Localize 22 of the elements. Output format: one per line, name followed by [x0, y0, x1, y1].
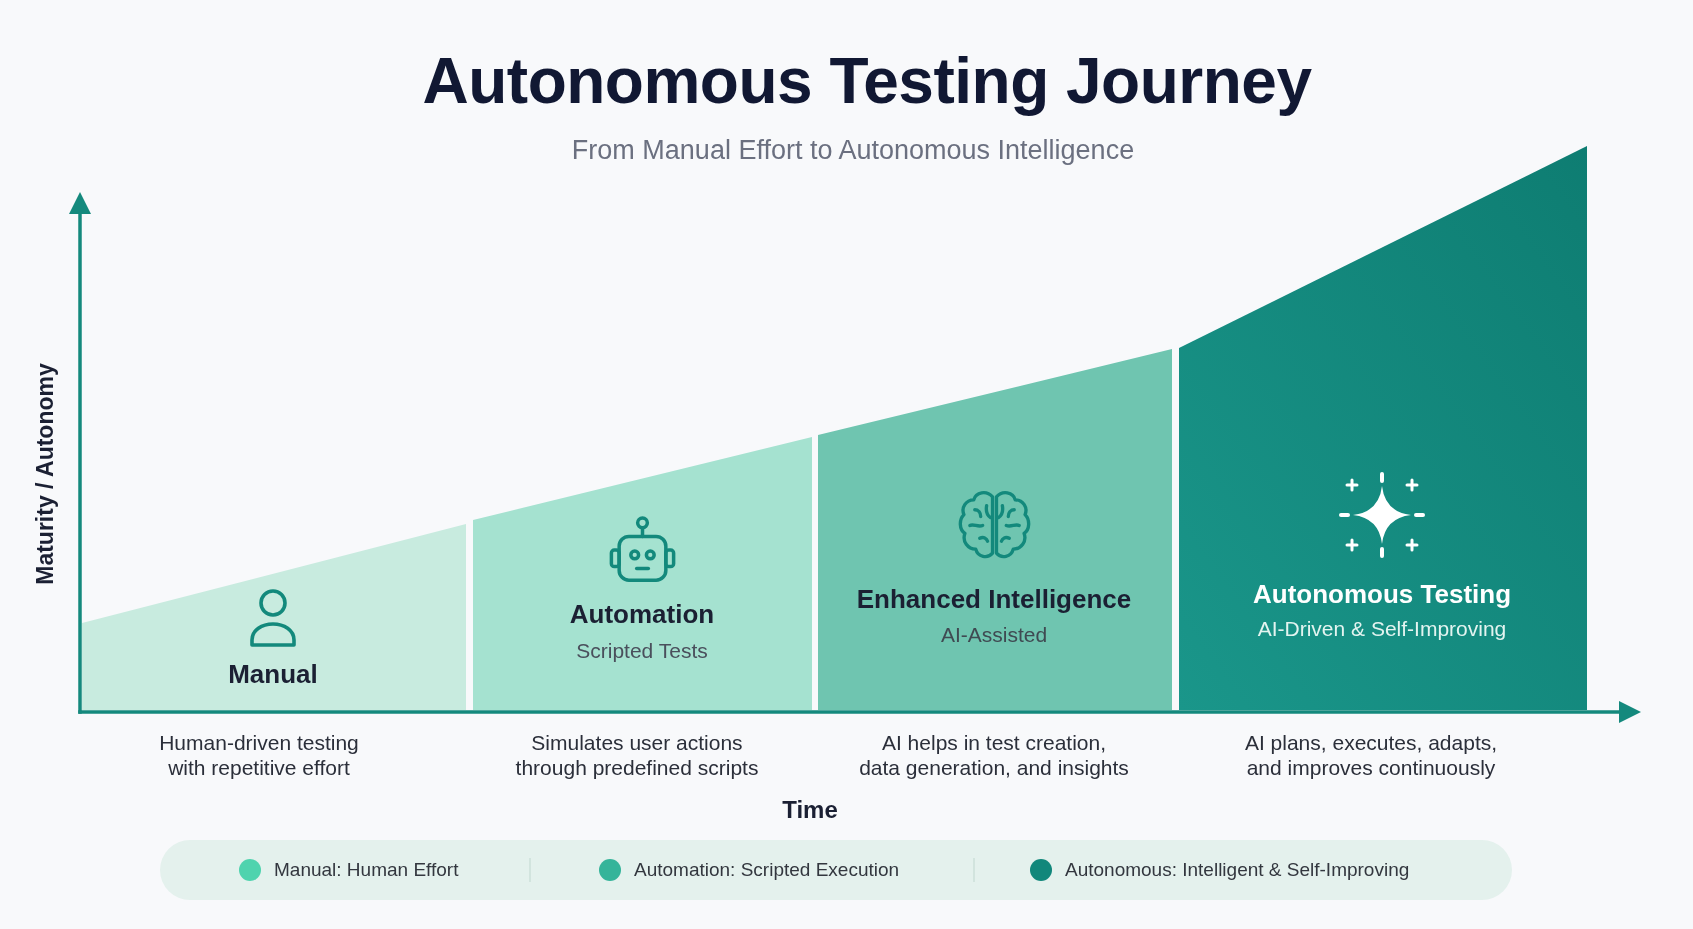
- stage-title: Automation: [569, 600, 715, 630]
- axis-title: Time: [782, 796, 838, 824]
- stage-title: Enhanced Intelligence: [856, 585, 1132, 615]
- axis-title: Maturity / Autonomy: [31, 363, 59, 585]
- page-title: Autonomous Testing Journey: [422, 45, 1312, 119]
- stage-description: AI plans, executes, adapts, and improves continuously: [1243, 730, 1499, 780]
- stage-description: Human-driven testing with repetitive effort: [158, 730, 360, 780]
- stage-description: AI helps in test creation, data generation, and insights: [858, 730, 1130, 780]
- stage-subtitle: AI-Driven & Self-Improving: [1257, 616, 1507, 642]
- stage-description: Simulates user actions through predefined scripts: [514, 730, 760, 780]
- stage-subtitle: Scripted Tests: [576, 638, 708, 664]
- legend-label: Autonomous: Intelligent & Self-Improving: [1065, 858, 1410, 882]
- legend-label: Automation: Scripted Execution: [634, 858, 900, 882]
- stage-band: [818, 349, 1172, 710]
- legend-label: Manual: Human Effort: [274, 858, 459, 882]
- stage-band: [473, 437, 812, 710]
- stage-title: Manual: [228, 660, 318, 690]
- stage-title: Autonomous Testing: [1253, 580, 1511, 610]
- stage-subtitle: AI-Assisted: [940, 622, 1048, 648]
- page-subtitle: From Manual Effort to Autonomous Intelligence: [571, 135, 1135, 167]
- stage-band: [1179, 146, 1587, 710]
- stage-band: [82, 524, 466, 710]
